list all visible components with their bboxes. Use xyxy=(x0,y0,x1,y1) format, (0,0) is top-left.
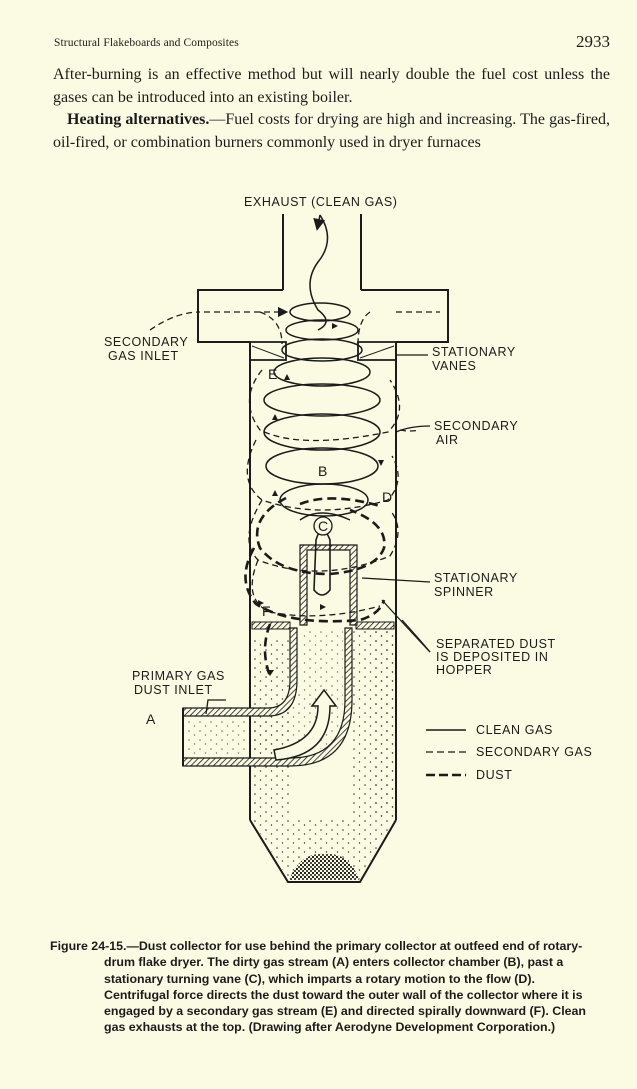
separated-dust-label: SEPARATED DUST xyxy=(436,637,556,651)
page-number: 2933 xyxy=(576,32,610,51)
letter-c: C xyxy=(318,518,328,534)
running-title: Structural Flakeboards and Composites xyxy=(54,37,239,49)
paragraph-after-burning: After-burning is an effective method but… xyxy=(53,66,610,106)
caption-text: —Dust collector for use behind the prima… xyxy=(104,939,586,1035)
separated-dust-label-2: IS DEPOSITED IN xyxy=(436,650,549,664)
running-header: Structural Flakeboards and Composites 29… xyxy=(54,32,610,54)
secondary-gas-manifold xyxy=(197,289,449,343)
stationary-spinner-label-2: SPINNER xyxy=(434,585,494,599)
separated-dust-label-3: HOPPER xyxy=(436,663,492,677)
paragraph-heading: Heating alternatives. xyxy=(67,111,210,128)
legend-clean-gas: CLEAN GAS xyxy=(476,723,553,737)
turning-vane xyxy=(313,529,331,596)
secondary-gas-inlet-label-2: GAS INLET xyxy=(108,349,179,363)
secondary-gas-flow xyxy=(149,306,440,617)
exhaust-label: EXHAUST (CLEAN GAS) xyxy=(244,195,398,209)
stationary-vanes-label: STATIONARY xyxy=(432,345,516,359)
letter-f: F xyxy=(262,603,271,619)
clean-gas-spiral xyxy=(263,214,381,521)
stationary-spinner xyxy=(299,544,358,626)
caption-number: Figure 24-15. xyxy=(50,939,127,953)
letter-e: E xyxy=(268,366,277,382)
legend: CLEAN GAS SECONDARY GAS DUST xyxy=(426,723,592,782)
secondary-air-label-2: AIR xyxy=(436,433,459,447)
primary-gas-label: PRIMARY GAS xyxy=(132,669,225,683)
primary-gas-label-2: DUST INLET xyxy=(134,683,213,697)
paragraph-text: —Fuel costs for drying are high and incr… xyxy=(53,111,610,151)
exhaust-pipe xyxy=(282,214,362,290)
figure-caption: Figure 24-15.—Dust collector for use beh… xyxy=(50,938,602,1036)
hopper-cone xyxy=(249,819,397,883)
dust-deposit xyxy=(289,853,359,880)
secondary-air-label: SECONDARY xyxy=(434,419,518,433)
legend-secondary-gas: SECONDARY GAS xyxy=(476,745,592,759)
stationary-vanes-label-2: VANES xyxy=(432,359,476,373)
stationary-spinner-label: STATIONARY xyxy=(434,571,518,585)
legend-dust: DUST xyxy=(476,768,512,782)
secondary-gas-inlet-label: SECONDARY xyxy=(104,335,188,349)
letter-a: A xyxy=(146,711,156,727)
primary-flow-arrow xyxy=(273,688,338,761)
letter-b: B xyxy=(318,463,327,479)
primary-inlet-elbow xyxy=(182,627,298,717)
dust-fill xyxy=(252,628,394,880)
body-text: After-burning is an effective method but… xyxy=(53,64,610,154)
paragraph-heating-alternatives: Heating alternatives.—Fuel costs for dry… xyxy=(53,109,610,154)
letter-d: D xyxy=(382,489,392,505)
